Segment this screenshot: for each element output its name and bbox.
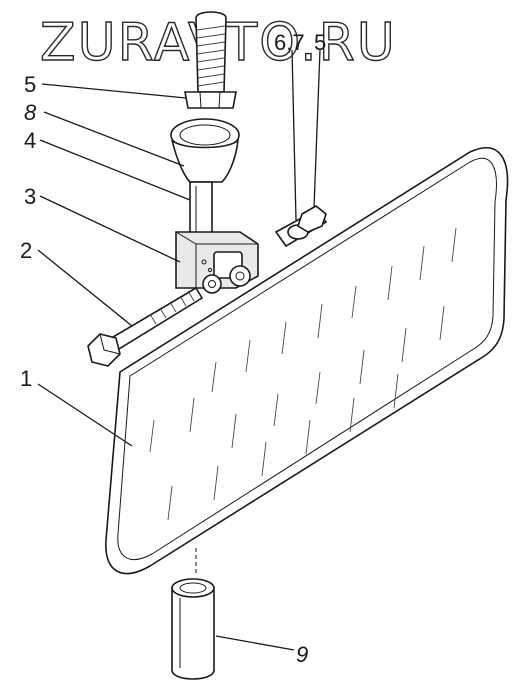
- hex-nut-icon: [184, 91, 237, 109]
- callout-5-left: 5: [24, 72, 36, 97]
- leader-lines: [37, 49, 321, 651]
- callout-6-7: 6,7: [274, 30, 305, 55]
- cap-tube-icon: [171, 578, 215, 680]
- rear-view-mirror-icon: [105, 146, 509, 575]
- pivot-nut-icon: [202, 205, 328, 294]
- callout-5-top: 5: [314, 30, 326, 55]
- callout-9: 9: [296, 642, 308, 667]
- threaded-stud-icon: [195, 11, 227, 93]
- callout-4: 4: [24, 128, 36, 153]
- hex-bolt-icon: [87, 286, 204, 367]
- callout-8: 8: [24, 100, 37, 125]
- callout-1: 1: [20, 366, 32, 391]
- ring-washer-icon: [170, 118, 240, 183]
- callout-2: 2: [20, 238, 32, 263]
- callout-3: 3: [24, 184, 36, 209]
